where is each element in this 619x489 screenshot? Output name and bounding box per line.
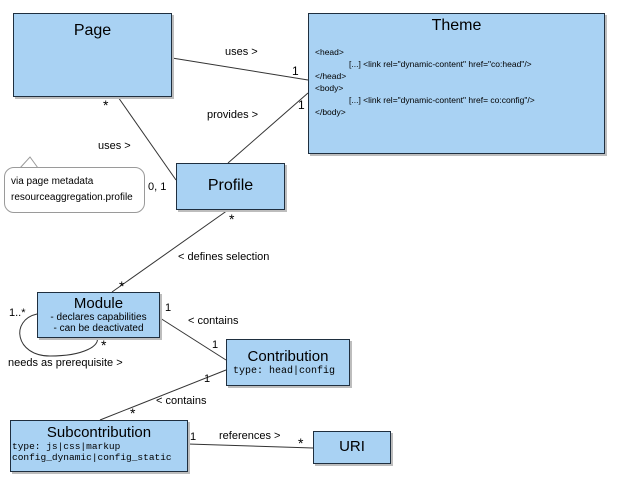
mult-page-profile-page: * xyxy=(103,97,109,113)
subcontribution-type: type: js|css|markup config_dynamic|confi… xyxy=(12,441,172,463)
label-profile-module: < defines selection xyxy=(178,251,270,263)
edge-profile-theme xyxy=(227,92,309,164)
theme-markup: <head> [...] <link rel="dynamic-content"… xyxy=(315,47,535,117)
mult-page-theme-theme: 1 xyxy=(292,64,299,78)
label-page-profile: uses > xyxy=(98,140,131,152)
mult-module-contribution-module: 1 xyxy=(165,302,172,314)
node-title: Profile xyxy=(207,177,254,194)
label-module-self: needs as prerequisite > xyxy=(8,357,123,369)
edge-page-profile xyxy=(117,96,177,181)
node-uri[interactable]: URI xyxy=(313,431,391,464)
node-subcontribution[interactable]: Subcontribution type: js|css|markup conf… xyxy=(10,420,188,472)
edge-module-self xyxy=(19,313,98,357)
label-module-contribution: < contains xyxy=(188,315,239,327)
node-contribution[interactable]: Contribution type: head|config xyxy=(226,339,350,386)
edge-contribution-subcontribution xyxy=(99,369,227,421)
callout-tail xyxy=(19,156,39,169)
mult-module-self-a: 1..* xyxy=(9,307,26,319)
label-contribution-sub: < contains xyxy=(156,395,207,407)
mult-profile-module-profile: * xyxy=(229,211,235,227)
node-title: Subcontribution xyxy=(46,424,152,441)
callout-note: via page metadata resourceaggregation.pr… xyxy=(4,167,145,213)
node-title: Module xyxy=(73,295,124,312)
mult-profile-theme-theme: 1 xyxy=(298,98,305,112)
mult-module-contribution-contribution: 1 xyxy=(212,339,219,351)
mult-sub-uri-sub: 1 xyxy=(190,431,197,443)
node-module[interactable]: Module - declares capabilities - can be … xyxy=(37,292,160,338)
edge-module-contribution xyxy=(159,317,227,361)
mult-contribution-sub-sub: * xyxy=(130,405,136,421)
mult-profile-module-module: * xyxy=(119,278,125,294)
node-title: Contribution xyxy=(247,348,329,365)
node-title: Page xyxy=(73,22,112,39)
edge-profile-module xyxy=(111,209,229,293)
edge-sub-uri xyxy=(187,443,314,449)
mult-module-self-b: * xyxy=(101,337,107,353)
node-theme[interactable]: Theme <head> [...] <link rel="dynamic-co… xyxy=(308,13,605,154)
node-title: Theme xyxy=(431,17,482,34)
label-page-theme: uses > xyxy=(225,46,258,58)
node-title: URI xyxy=(339,438,365,455)
mult-sub-uri-uri: * xyxy=(298,435,304,451)
mult-contribution-sub-contribution: 1 xyxy=(204,373,211,385)
contribution-type: type: head|config xyxy=(233,366,336,377)
edge-page-theme xyxy=(171,57,309,81)
label-sub-uri: references > xyxy=(219,430,281,442)
node-page[interactable]: Page xyxy=(13,13,172,97)
label-profile-theme: provides > xyxy=(207,109,259,121)
module-notes: - declares capabilities - can be deactiv… xyxy=(50,312,147,334)
mult-page-profile-profile: 0, 1 xyxy=(148,181,167,193)
node-profile[interactable]: Profile xyxy=(176,163,285,210)
